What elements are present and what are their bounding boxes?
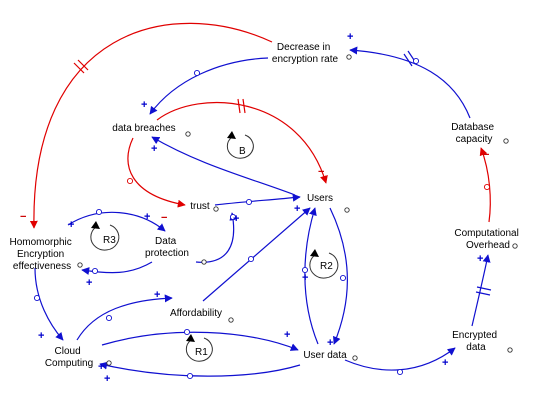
link-handles	[33, 57, 491, 380]
polarity-signs: + + + − − + + + − + + + + + + + + + + + …	[20, 31, 489, 385]
node-database-capacity: Database capacity	[451, 122, 497, 145]
polarity-plus: +	[68, 219, 74, 231]
node-encrypted-data: Encrypted data	[452, 330, 500, 353]
loop-b: B	[226, 131, 254, 159]
loop-r3-label: R3	[103, 235, 116, 246]
polarity-plus: +	[154, 289, 160, 301]
node-user-data: User data	[303, 350, 347, 361]
node-affordability: Affordability	[170, 308, 222, 319]
link-cloud-to-userdata	[101, 331, 299, 351]
node-data-breaches: data breaches	[112, 123, 175, 134]
polarity-plus: +	[233, 213, 239, 225]
polarity-plus: +	[347, 31, 353, 43]
link-cloud-to-affordability	[76, 294, 173, 341]
node-computational-overhead: Computational Overhead	[454, 228, 521, 251]
node-homomorphic-encryption-effectiveness: Homomorphic Encryption effectiveness	[9, 237, 74, 272]
link-homomorphic-to-protection	[67, 211, 166, 232]
link-trust-to-users	[214, 193, 301, 206]
polarity-plus: +	[141, 99, 147, 111]
link-protection-to-homomorphic	[81, 261, 153, 275]
link-breaches-to-trust	[127, 137, 186, 208]
polarity-plus: +	[284, 329, 290, 341]
polarity-minus: −	[161, 212, 167, 224]
polarity-plus: +	[86, 277, 92, 289]
link-affordability-to-users	[202, 207, 311, 302]
link-decrease-to-homomorphic	[29, 22, 273, 229]
polarity-plus: +	[144, 211, 150, 223]
node-users: Users	[307, 193, 333, 204]
loop-r2: R2	[309, 249, 339, 279]
delay-mark	[73, 59, 89, 74]
polarity-plus: +	[294, 203, 300, 215]
link-decrease-to-breaches	[149, 57, 269, 115]
link-encrypted-to-overhead	[471, 254, 491, 327]
node-decrease-encryption-rate: Decrease in encryption rate	[272, 42, 339, 65]
variable-markers	[77, 54, 518, 366]
polarity-plus: +	[442, 357, 448, 369]
polarity-minus: −	[318, 166, 324, 178]
node-cloud-computing: Cloud Computing	[45, 346, 93, 369]
polarity-minus: −	[483, 149, 489, 161]
link-protection-to-trust	[195, 212, 238, 263]
polarity-plus: +	[302, 272, 308, 284]
loop-r1-label: R1	[195, 347, 208, 358]
link-users-to-userdata	[329, 207, 348, 345]
delay-mark	[237, 98, 246, 114]
polarity-plus: +	[477, 253, 483, 265]
node-trust: trust	[190, 201, 210, 212]
link-homomorphic-to-cloud	[34, 267, 64, 341]
polarity-plus: +	[104, 373, 110, 385]
polarity-plus: +	[38, 330, 44, 342]
link-capacity-to-decrease	[349, 46, 471, 119]
delay-mark	[475, 286, 492, 296]
loop-r2-label: R2	[320, 261, 333, 272]
polarity-plus: +	[327, 337, 333, 349]
polarity-plus: +	[151, 143, 157, 155]
link-breaches-to-users	[156, 102, 328, 184]
link-userdata-to-users	[304, 207, 319, 345]
loop-b-label: B	[239, 146, 246, 157]
link-users-to-breaches	[151, 136, 296, 196]
link-userdata-to-cloud	[99, 361, 301, 377]
polarity-plus: +	[98, 361, 104, 373]
link-userdata-to-encrypted	[344, 347, 456, 371]
node-data-protection: Data protection	[145, 236, 189, 259]
polarity-minus: −	[20, 211, 26, 223]
loop-r1: R1	[185, 334, 213, 362]
loop-r3: R3	[90, 221, 120, 251]
